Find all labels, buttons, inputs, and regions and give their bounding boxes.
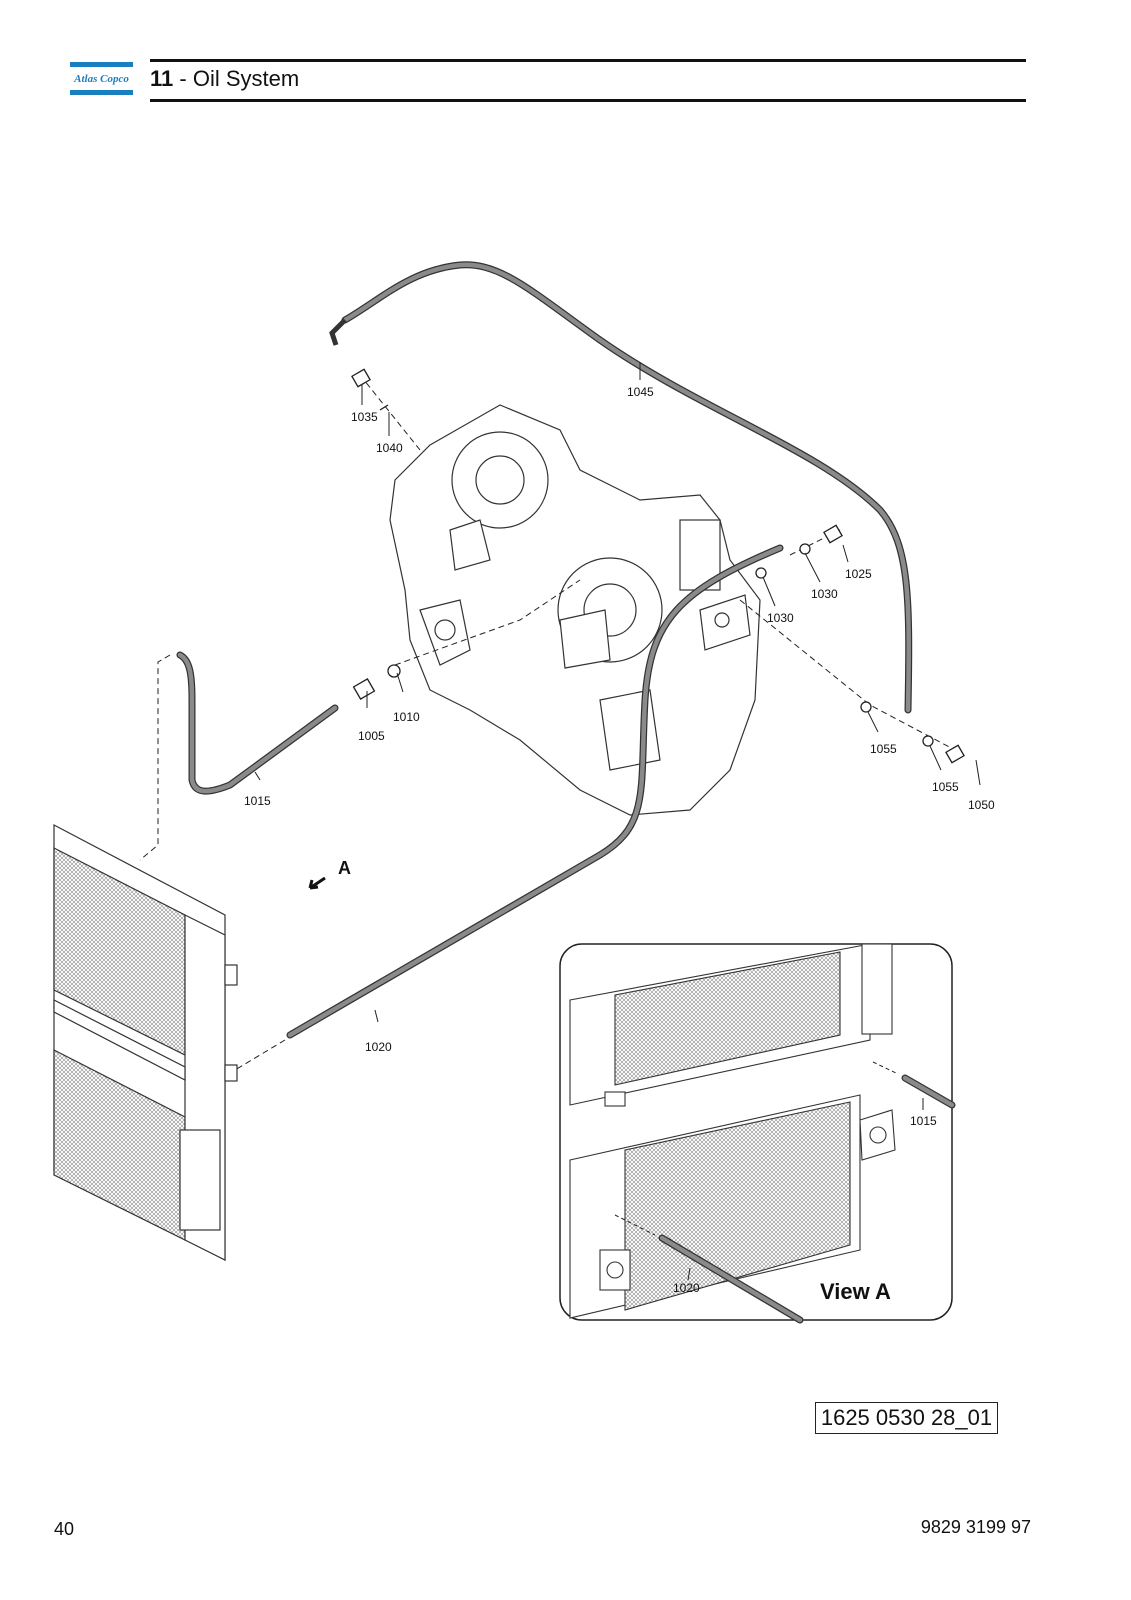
- callout-1050: 1050: [968, 798, 995, 812]
- header-rule-top: [150, 59, 1026, 62]
- figure-reference: 1625 0530 28_01: [815, 1402, 998, 1434]
- inset-callout-1015: 1015: [910, 1114, 937, 1128]
- view-a-arrow: [308, 876, 326, 890]
- callout-1030-b: 1030: [767, 611, 794, 625]
- fittings: [351, 368, 965, 764]
- page-number: 40: [54, 1519, 75, 1539]
- callout-1045: 1045: [627, 385, 654, 399]
- callout-leaders: [254, 362, 981, 1023]
- inset-title: View A: [820, 1279, 891, 1304]
- callout-1040: 1040: [376, 441, 403, 455]
- inset-callout-1020: 1020: [673, 1281, 700, 1295]
- callout-1055-b: 1055: [932, 780, 959, 794]
- callout-1005: 1005: [358, 729, 385, 743]
- hose-1045-fitting: [329, 318, 347, 346]
- document-number: 9829 3199 97: [920, 1517, 1031, 1537]
- section-title: Oil System: [192, 66, 300, 91]
- callout-1035: 1035: [351, 410, 378, 424]
- oil-cooler: [53, 824, 238, 1261]
- page-title: 11 - Oil System: [150, 66, 299, 92]
- callout-1020: 1020: [365, 1040, 392, 1054]
- logo-text: Atlas Copco: [73, 73, 129, 85]
- compressor-element: [389, 404, 761, 816]
- section-number: 11: [150, 66, 174, 91]
- view-a-inset: 1015 1020 View A: [559, 943, 956, 1324]
- callout-1010: 1010: [393, 710, 420, 724]
- assembly-lines: [139, 374, 956, 1071]
- view-a-marker: A: [338, 858, 351, 878]
- atlas-copco-logo: Atlas Copco: [70, 62, 133, 95]
- header-rule-bottom: [150, 99, 1026, 102]
- section-separator: -: [173, 66, 193, 91]
- callout-1055-a: 1055: [870, 742, 897, 756]
- callout-1025: 1025: [845, 567, 872, 581]
- callout-1015: 1015: [244, 794, 271, 808]
- callout-1030-a: 1030: [811, 587, 838, 601]
